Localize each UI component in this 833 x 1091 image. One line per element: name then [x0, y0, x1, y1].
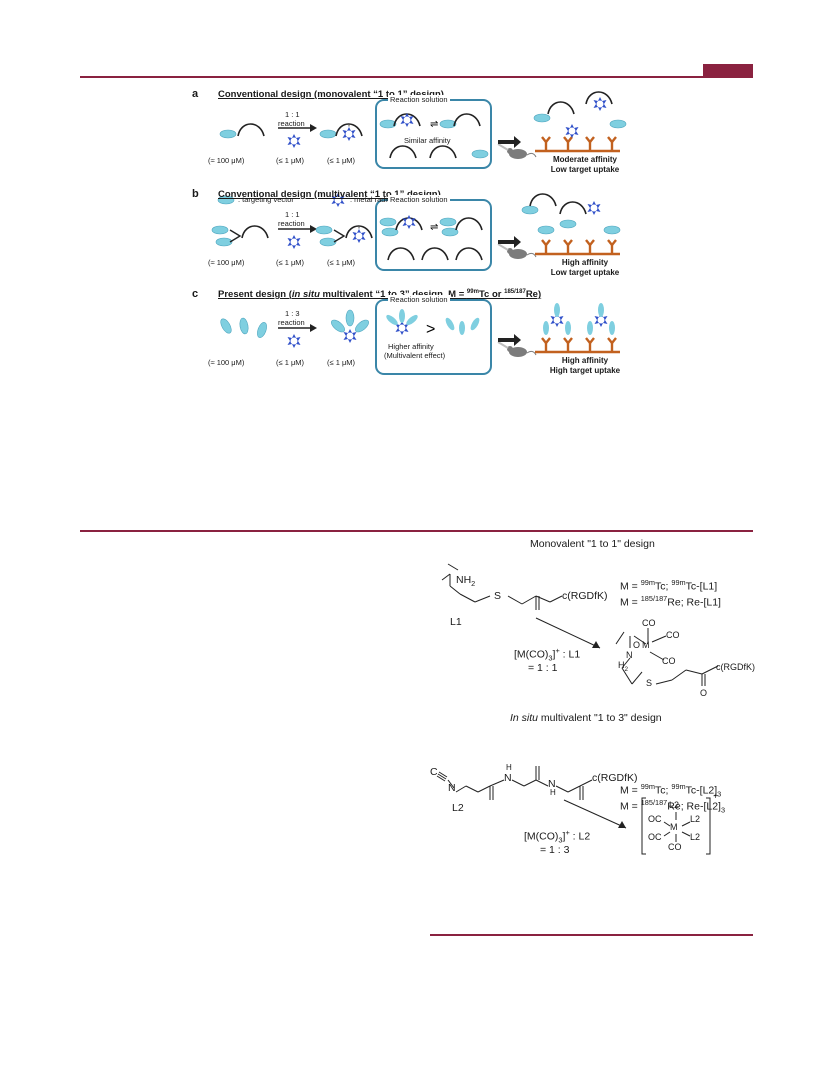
- complex1-co-right: CO: [666, 630, 680, 640]
- l2-rgd: c(RGDfK): [592, 772, 638, 784]
- panel-c-result2: High target uptake: [549, 366, 621, 375]
- panel-a-ratio: 1 : 1: [285, 110, 300, 119]
- panel-b-result2: Low target uptake: [550, 268, 620, 277]
- complex2-oc1: OC: [648, 814, 662, 824]
- l2-n: N: [448, 782, 456, 794]
- complex1-co-top: CO: [642, 618, 656, 628]
- panel-b-ratio: 1 : 1: [285, 210, 300, 219]
- complex1-s: S: [646, 678, 653, 688]
- panel-b-conc2: (≤ 1 μM): [276, 258, 305, 267]
- l2-nh1: N: [504, 772, 512, 784]
- l2-reagent: [M(CO)3]+ : L2: [524, 828, 591, 845]
- l1-ratio: = 1 : 1: [528, 662, 558, 674]
- figure-panels: ⇌: [190, 84, 640, 384]
- panel-b-conc1: (≈ 100 μM): [208, 258, 245, 267]
- header-rule: [80, 76, 753, 78]
- complex2-l2-right2: L2: [690, 832, 701, 842]
- l2-h2: H: [550, 788, 556, 797]
- l2-label: L2: [452, 802, 464, 814]
- complex2-oc2: OC: [648, 832, 662, 842]
- panel-c-letter: c: [192, 288, 199, 300]
- panel-c-box-note2: (Multivalent effect): [384, 351, 446, 360]
- panel-b-result1: High affinity: [561, 258, 609, 267]
- panel-a-box-label: Reaction solution: [388, 95, 450, 104]
- panel-b-letter: b: [192, 188, 199, 200]
- panel-c-reaction: reaction: [278, 318, 305, 327]
- scheme-bottom-title: In situ multivalent "1 to 3" design: [510, 712, 662, 724]
- panel-c-ratio: 1 : 3: [285, 309, 300, 318]
- complex1-n: N: [626, 650, 633, 660]
- complex2-m: M: [670, 822, 678, 832]
- header-tab: [703, 64, 753, 78]
- panel-c-conc2: (≤ 1 μM): [276, 358, 305, 367]
- panel-b-reaction: reaction: [278, 219, 305, 228]
- panel-c: >: [220, 299, 620, 375]
- svg-text:>: >: [426, 321, 435, 338]
- panel-c-conc3: (≤ 1 μM): [327, 358, 356, 367]
- legend-metal: : metal radionuclide: [350, 195, 416, 204]
- panel-a-result1: Moderate affinity: [552, 155, 617, 164]
- l1-label: L1: [450, 616, 462, 628]
- panel-a-result2: Low target uptake: [550, 165, 620, 174]
- panel-a-letter: a: [192, 88, 199, 100]
- panel-a-reaction: reaction: [278, 119, 305, 128]
- l2-product-line1: M = 99mTc; 99mTc-[L2]3: [620, 782, 722, 799]
- legend-vector: : targeting vector: [238, 195, 294, 204]
- l2-h1: H: [506, 763, 512, 772]
- complex1-carbonyl-o: O: [700, 688, 708, 698]
- panel-a-conc1: (≈ 100 μM): [208, 156, 245, 165]
- complex1-co-bottom: CO: [662, 656, 676, 666]
- l2-nh2: N: [548, 778, 556, 790]
- section-rule: [80, 530, 753, 532]
- complex1-o: O: [633, 640, 641, 650]
- chemical-scheme: Monovalent "1 to 1" design NH2 S c(RGDfK…: [420, 536, 760, 866]
- l2-c: C: [430, 766, 438, 778]
- svg-text:⇌: ⇌: [430, 222, 438, 233]
- panel-c-conc1: (≈ 100 μM): [208, 358, 245, 367]
- l1-s: S: [494, 590, 502, 602]
- panel-b-title: Conventional design (multivalent “1 to 1…: [218, 189, 441, 200]
- panel-a-conc2: (≤ 1 μM): [276, 156, 305, 165]
- l1-rgd: c(RGDfK): [562, 590, 608, 602]
- panel-c-title: Present design (in situ multivalent “1 t…: [218, 289, 542, 301]
- l1-nh2: NH2: [456, 574, 476, 589]
- l1-reagent: [M(CO)3]+ : L1: [514, 646, 581, 663]
- panel-b-box-label: Reaction solution: [388, 195, 450, 204]
- complex1-h2: H2: [618, 660, 629, 673]
- l2-product-line2: M = 185/187Re; Re-[L2]3: [620, 798, 726, 815]
- panel-b-conc3: (≤ 1 μM): [327, 258, 356, 267]
- panel-c-box-note1: Higher affinity: [388, 342, 434, 351]
- complex1-rgd: c(RGDfK): [716, 662, 755, 672]
- l2-ratio: = 1 : 3: [540, 844, 570, 856]
- complex1-m: M: [642, 640, 650, 650]
- complex2-charge: +: [713, 791, 719, 801]
- footer-rule: [430, 934, 753, 936]
- panel-c-box-label: Reaction solution: [388, 295, 450, 304]
- complex2-l2-right1: L2: [690, 814, 701, 824]
- scheme-top-title: Monovalent "1 to 1" design: [530, 538, 655, 550]
- complex2-l2-top: L2: [669, 800, 680, 810]
- l1-product-line2: M = 185/187Re; Re-[L1]: [620, 594, 721, 609]
- svg-text:⇌: ⇌: [430, 119, 438, 130]
- panel-a-conc3: (≤ 1 μM): [327, 156, 356, 165]
- panel-c-result1: High affinity: [561, 356, 609, 365]
- complex2-co: CO: [668, 842, 682, 852]
- panel-a-title: Conventional design (monovalent “1 to 1”…: [218, 89, 444, 100]
- panel-a-box-note: Similar affinity: [404, 136, 451, 145]
- l1-product-line1: M = 99mTc; 99mTc-[L1]: [620, 578, 718, 593]
